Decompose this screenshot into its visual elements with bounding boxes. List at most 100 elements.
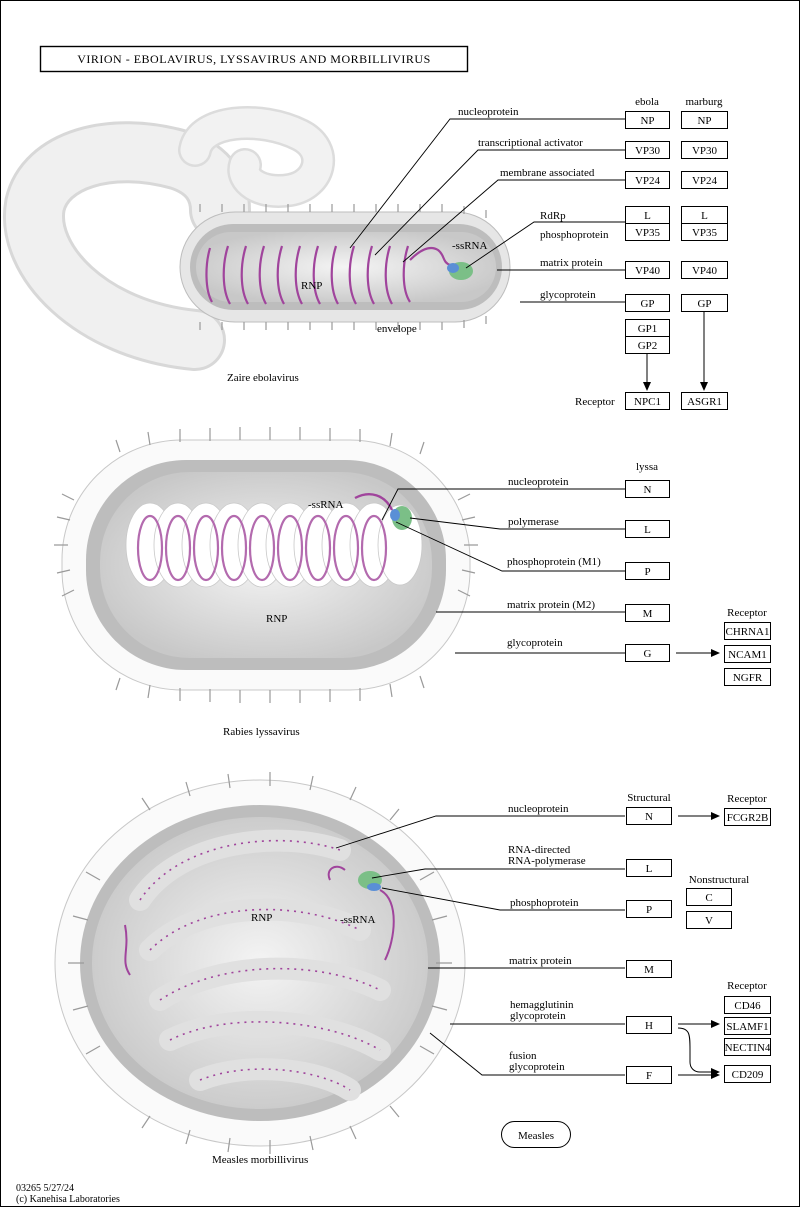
marburg-column-header: marburg: [685, 96, 723, 108]
gene-box-ebola-gp1[interactable]: GP1: [625, 319, 670, 337]
svg-text:V: V: [705, 915, 713, 927]
ebola-transcriptional-label: transcriptional activator: [478, 137, 583, 149]
gene-box-marburg-vp30[interactable]: VP30: [681, 141, 728, 159]
svg-text:VP30: VP30: [692, 145, 718, 157]
svg-text:VP35: VP35: [635, 227, 661, 239]
gene-box-ebola-vp30[interactable]: VP30: [625, 141, 670, 159]
svg-text:Measles: Measles: [518, 1130, 554, 1142]
svg-text:CD209: CD209: [732, 1069, 764, 1081]
svg-text:GP2: GP2: [638, 340, 658, 352]
gene-box-cd46[interactable]: CD46: [724, 996, 771, 1014]
svg-text:VP35: VP35: [692, 227, 718, 239]
measles-rnadir1-label: RNA-directed: [508, 844, 571, 856]
gene-box-rabies-m[interactable]: M: [625, 604, 670, 622]
gene-box-marburg-vp35[interactable]: VP35: [681, 223, 728, 241]
ebola-column-header: ebola: [635, 96, 659, 108]
rabies-ssrna-label: -ssRNA: [308, 499, 344, 511]
gene-box-ebola-gp2[interactable]: GP2: [625, 336, 670, 354]
gene-box-rabies-l[interactable]: L: [625, 520, 670, 538]
gene-box-asgr1[interactable]: ASGR1: [681, 392, 728, 410]
gene-box-marburg-vp40[interactable]: VP40: [681, 261, 728, 279]
ebola-nucleoprotein-label: nucleoprotein: [458, 106, 519, 118]
measles-phospho-label: phosphoprotein: [510, 897, 579, 909]
svg-text:NP: NP: [697, 115, 711, 127]
gene-box-marburg-l[interactable]: L: [681, 206, 728, 224]
svg-text:VP30: VP30: [635, 145, 661, 157]
lyssa-column-header: lyssa: [636, 461, 658, 473]
rabies-glyco-label: glycoprotein: [507, 637, 563, 649]
gene-box-rabies-p[interactable]: P: [625, 562, 670, 580]
measles-receptor-header-2: Receptor: [727, 980, 767, 992]
gene-box-measles-c[interactable]: C: [686, 888, 732, 906]
rabies-phospho-label: phosphoprotein (M1): [507, 556, 601, 568]
svg-text:GP1: GP1: [638, 323, 658, 335]
svg-text:G: G: [644, 648, 652, 660]
gene-box-ebola-np[interactable]: NP: [625, 111, 670, 129]
gene-box-chrna1[interactable]: CHRNA1: [724, 622, 771, 640]
ebola-leader-lines: [349, 118, 625, 303]
gene-box-measles-m[interactable]: M: [626, 960, 672, 978]
svg-text:NECTIN4: NECTIN4: [725, 1042, 771, 1054]
svg-text:NCAM1: NCAM1: [728, 649, 767, 661]
ebola-envelope-label: envelope: [377, 323, 417, 335]
gene-box-marburg-vp24[interactable]: VP24: [681, 171, 728, 189]
ebola-membrane-label: membrane associated: [500, 167, 595, 179]
svg-text:SLAMF1: SLAMF1: [726, 1021, 768, 1033]
measles-matrix-label: matrix protein: [509, 955, 572, 967]
gene-box-nectin4[interactable]: NECTIN4: [724, 1038, 771, 1056]
svg-text:VP24: VP24: [692, 175, 718, 187]
gene-box-measles-f[interactable]: F: [626, 1066, 672, 1084]
structural-header: Structural: [627, 792, 670, 804]
gene-box-rabies-g[interactable]: G: [625, 644, 670, 662]
svg-text:P: P: [644, 566, 650, 578]
svg-text:C: C: [705, 892, 712, 904]
svg-text:N: N: [645, 811, 653, 823]
gene-box-measles-v[interactable]: V: [686, 911, 732, 929]
ebola-glyco-label: glycoprotein: [540, 289, 596, 301]
pathway-title: VIRION - EBOLAVIRUS, LYSSAVIRUS AND MORB…: [39, 45, 469, 73]
measles-caption: Measles morbillivirus: [212, 1154, 308, 1166]
gene-box-measles-h[interactable]: H: [626, 1016, 672, 1034]
rabies-matrix-label: matrix protein (M2): [507, 599, 595, 611]
svg-text:F: F: [646, 1070, 652, 1082]
gene-box-ebola-gp[interactable]: GP: [625, 294, 670, 312]
gene-box-cd209[interactable]: CD209: [724, 1065, 771, 1083]
measles-pathway-link[interactable]: Measles: [501, 1121, 571, 1148]
svg-text:L: L: [646, 863, 653, 875]
ebola-receptor-label: Receptor: [575, 396, 615, 408]
measles-ssrna-label: -ssRNA: [340, 914, 376, 926]
svg-text:VP24: VP24: [635, 175, 661, 187]
ebola-caption: Zaire ebolavirus: [227, 372, 299, 384]
gene-box-ebola-vp24[interactable]: VP24: [625, 171, 670, 189]
svg-text:NGFR: NGFR: [733, 672, 763, 684]
rabies-caption: Rabies lyssavirus: [223, 726, 300, 738]
svg-text:NP: NP: [640, 115, 654, 127]
gene-box-rabies-n[interactable]: N: [625, 480, 670, 498]
gene-box-ebola-l[interactable]: L: [625, 206, 670, 224]
gene-box-marburg-np[interactable]: NP: [681, 111, 728, 129]
svg-text:ASGR1: ASGR1: [687, 396, 722, 408]
rabies-receptor-header: Receptor: [727, 607, 767, 619]
gene-box-ngfr[interactable]: NGFR: [724, 668, 771, 686]
gene-box-measles-n[interactable]: N: [626, 807, 672, 825]
measles-leader-lines: [335, 815, 625, 1076]
gene-box-ncam1[interactable]: NCAM1: [724, 645, 771, 663]
svg-text:GP: GP: [640, 298, 654, 310]
gene-box-measles-l[interactable]: L: [626, 859, 672, 877]
rabies-rnp-label: RNP: [266, 613, 287, 625]
gene-box-ebola-vp35[interactable]: VP35: [625, 223, 670, 241]
svg-text:M: M: [643, 608, 653, 620]
gene-box-ebola-vp40[interactable]: VP40: [625, 261, 670, 279]
footer-copyright: (c) Kanehisa Laboratories: [16, 1194, 120, 1205]
rabies-polymerase-label: polymerase: [508, 516, 559, 528]
svg-text:N: N: [644, 484, 652, 496]
svg-text:L: L: [644, 210, 651, 222]
gene-box-measles-p[interactable]: P: [626, 900, 672, 918]
measles-fusion2-label: glycoprotein: [509, 1061, 565, 1073]
footer-date: 03265 5/27/24: [16, 1183, 74, 1194]
gene-box-fcgr2b[interactable]: FCGR2B: [724, 808, 771, 826]
gene-box-slamf1[interactable]: SLAMF1: [724, 1017, 771, 1035]
gene-box-marburg-gp[interactable]: GP: [681, 294, 728, 312]
gene-box-npc1[interactable]: NPC1: [625, 392, 670, 410]
